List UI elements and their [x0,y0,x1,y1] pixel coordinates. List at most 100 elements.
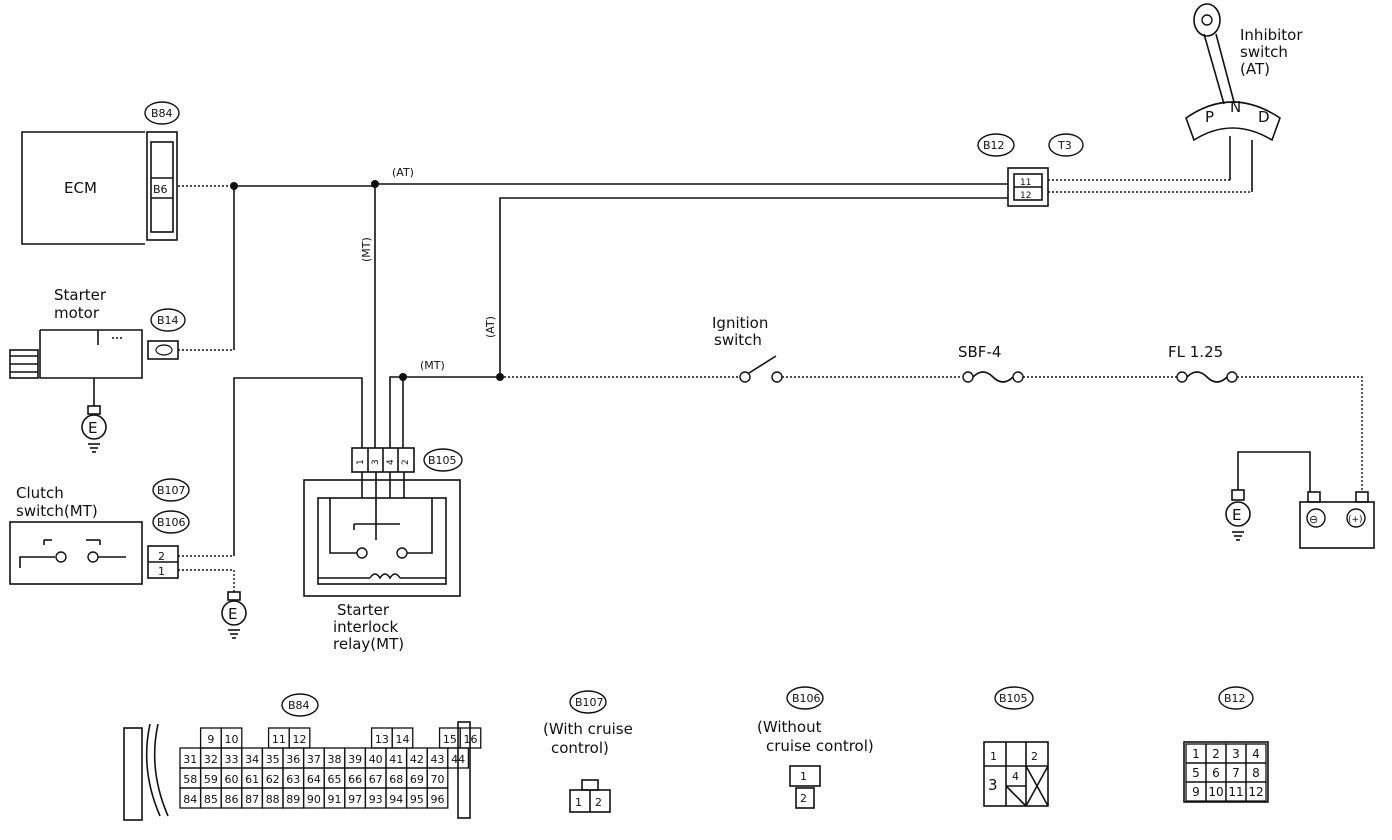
starter-interlock-relay [303,472,461,597]
svg-text:1: 1 [800,770,807,783]
svg-text:switch: switch [1240,43,1288,61]
pin-number: 87 [245,793,259,806]
svg-text:2: 2 [401,459,411,465]
clutch-switch: Clutch switch(MT) [9,484,143,585]
ecm-block: ECM [21,131,145,245]
pin-number: 37 [307,753,321,766]
svg-text:P: P [1205,108,1214,126]
pin-number: 41 [389,753,403,766]
pin-number: 7 [1232,766,1240,780]
svg-text:E: E [228,605,237,623]
pin-number: 9 [1192,785,1200,799]
pin-number: 66 [348,773,362,786]
svg-text:B14: B14 [157,314,179,327]
ground-starter: E [81,378,107,453]
svg-text:2: 2 [595,796,602,809]
svg-text:B107: B107 [575,696,604,709]
pin-number: 90 [307,793,321,806]
pin-number: 64 [307,773,321,786]
pin-cell [459,727,482,749]
ecm-connector: B6 [146,131,178,241]
svg-text:B105: B105 [999,692,1028,705]
pin-number: 10 [1208,785,1223,799]
pin-number: 5 [1192,766,1200,780]
battery: ⊖ (+) [1299,491,1375,549]
svg-text:3: 3 [988,776,998,794]
pin-number: 16 [463,733,477,746]
svg-text:B84: B84 [288,699,310,712]
pin-number: 84 [183,793,197,806]
svg-text:motor: motor [54,304,100,322]
pin-number: 44 [451,753,465,766]
pin-number: 65 [328,773,342,786]
pin-number: 97 [348,793,362,806]
ground-battery: E [1225,489,1251,541]
svg-text:Starter: Starter [54,286,107,304]
pin-number: 8 [1252,766,1260,780]
svg-text:B84: B84 [151,107,173,120]
connector-view-b106: B106 (Without cruise control) 1 2 [757,686,874,809]
svg-text:Inhibitor: Inhibitor [1240,26,1303,44]
pin-number: 58 [183,773,197,786]
svg-text:(With cruise: (With cruise [543,720,633,738]
relay-label-2: interlock [333,618,399,636]
pin-number: 86 [225,793,239,806]
svg-text:2: 2 [800,792,807,805]
pin-number: 12 [292,733,306,746]
pin-number: 91 [328,793,342,806]
connector-view-b107: B107 (With cruise control) 1 2 [543,690,633,813]
svg-text:B106: B106 [157,516,186,529]
svg-text:2: 2 [1031,750,1038,763]
pin-number: 33 [225,753,239,766]
svg-text:Ignition: Ignition [712,314,768,332]
wire-label-at-top: (AT) [392,166,414,179]
connector-tag-b14: B14 [147,308,186,360]
relay-connector: 1 3 4 2 [351,447,415,473]
pin-number: 34 [245,753,259,766]
inhibitor-switch: P N D Inhibitor switch (AT) [1185,3,1303,142]
svg-text:4: 4 [386,459,396,465]
svg-text:FL 1.25: FL 1.25 [1168,343,1223,361]
svg-text:(Without: (Without [757,718,822,736]
connector-tag-t3: T3 [1048,133,1084,157]
svg-text:cruise control): cruise control) [766,737,874,755]
connector-view-b105: B105 1 2 3 4 [983,686,1049,807]
pin-number: 11 [1228,785,1243,799]
pin-cell [447,747,470,769]
pin-number: 15 [443,733,457,746]
svg-text:1: 1 [158,565,165,578]
pin-number: 38 [328,753,342,766]
svg-text:1: 1 [575,796,582,809]
pin-number: 94 [389,793,403,806]
svg-text:D: D [1258,108,1270,126]
svg-text:Clutch: Clutch [16,484,64,502]
pin-number: 35 [266,753,280,766]
ignition-switch: Ignition switch [712,314,783,383]
fuse-sbf-4: SBF-4 [958,343,1024,383]
svg-text:12: 12 [1020,191,1031,201]
svg-text:⊖: ⊖ [1309,513,1318,526]
pin-number: 13 [375,733,389,746]
pin-number: 63 [286,773,300,786]
relay-label-3: relay(MT) [333,635,404,653]
pin-number: 96 [431,793,445,806]
svg-text:(AT): (AT) [1240,60,1270,78]
pin-number: 2 [1212,747,1220,761]
connector-tag-b106: B106 2 1 [147,510,190,579]
pin-number: 1 [1192,747,1200,761]
svg-text:4: 4 [1012,770,1019,783]
svg-text:B105: B105 [428,454,457,467]
pin-number: 43 [431,753,445,766]
pin-number: 88 [266,793,280,806]
ecm-label: ECM [64,179,97,197]
pin-number: 11 [272,733,286,746]
pin-number: 6 [1212,766,1220,780]
svg-text:B107: B107 [157,484,186,497]
pin-number: 67 [369,773,383,786]
svg-text:E: E [88,419,97,437]
relay-label-1: Starter [337,601,390,619]
svg-text:SBF-4: SBF-4 [958,343,1001,361]
